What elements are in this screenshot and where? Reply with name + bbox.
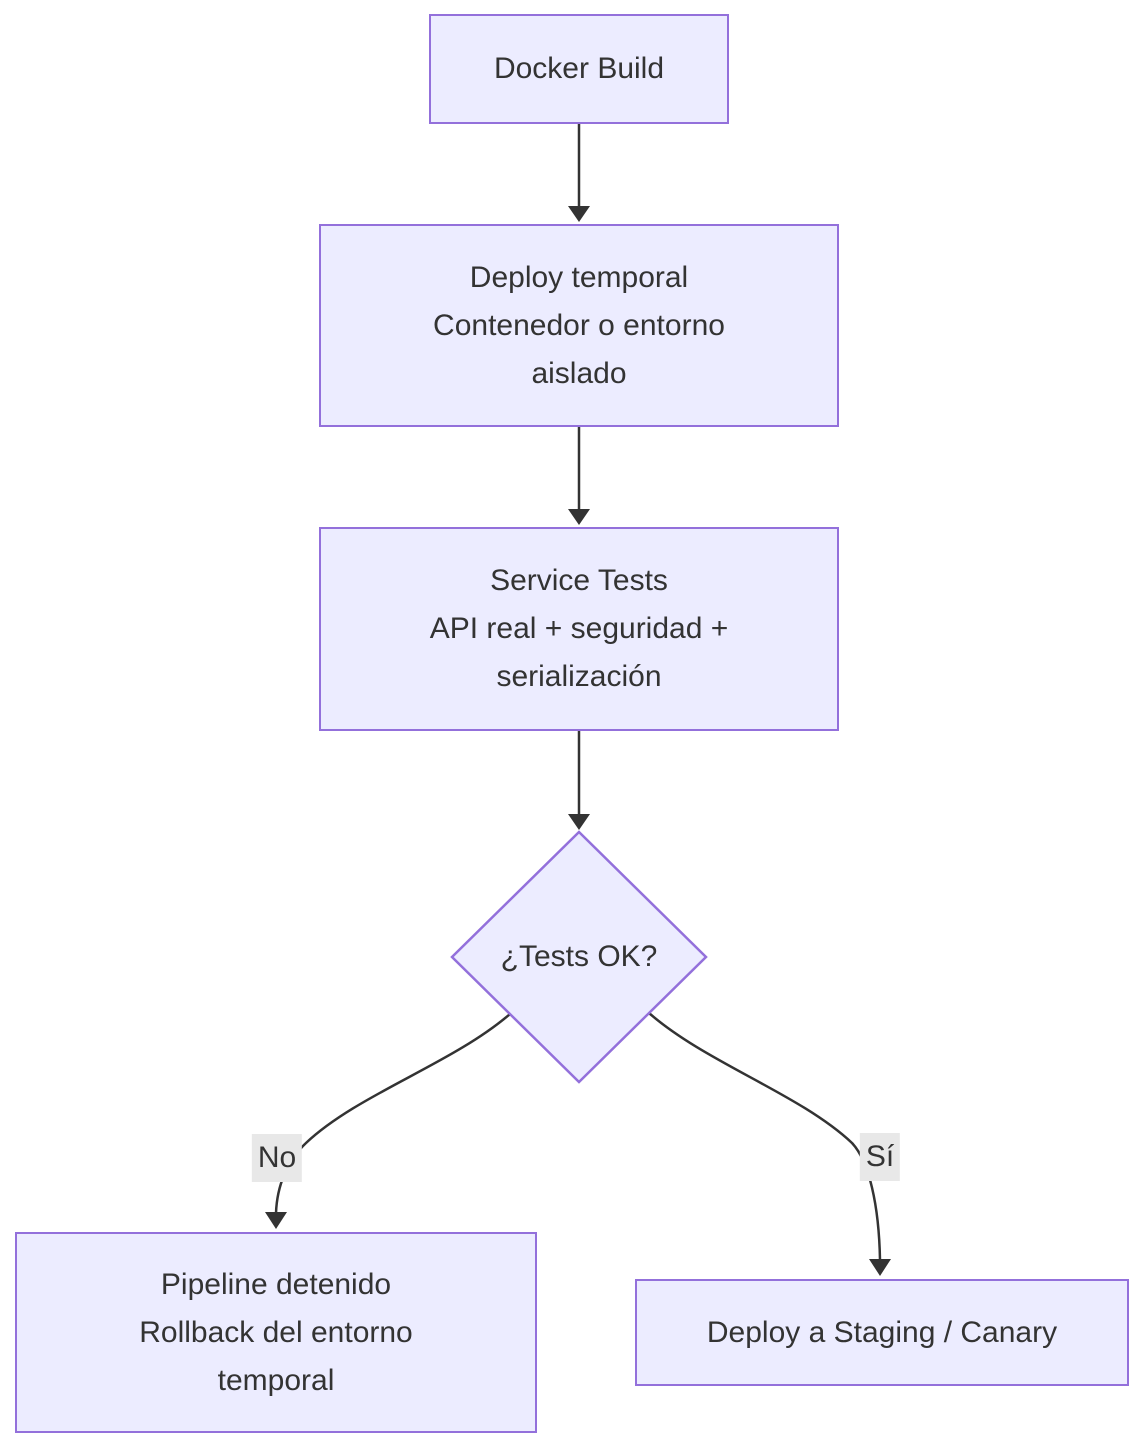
node-deploy-temporal: Deploy temporal Contenedor o entorno ais… [319, 224, 839, 427]
edge-tests-ok-to-pipeline-detenido [274, 1013, 511, 1214]
node-tests-ok-label-box: ¿Tests OK? [479, 933, 679, 981]
node-label: Docker Build [493, 52, 665, 85]
edge-label-no: No [251, 1134, 303, 1182]
arrowhead-icon [568, 509, 590, 525]
node-service-tests: Service Tests API real + seguridad + ser… [319, 527, 839, 731]
node-deploy-staging: Deploy a Staging / Canary [635, 1279, 1129, 1386]
node-label: Deploy a Staging / Canary [706, 1315, 1058, 1349]
node-docker-build: Docker Build [429, 14, 729, 124]
node-label: Pipeline detenido Rollback del entorno t… [139, 1267, 413, 1397]
node-pipeline-detenido: Pipeline detenido Rollback del entorno t… [15, 1232, 537, 1433]
edge-tests-ok-to-deploy-staging [648, 1012, 882, 1261]
arrowhead-icon [568, 206, 590, 222]
node-label: Deploy temporal Contenedor o entorno ais… [433, 260, 725, 390]
arrowhead-icon [568, 814, 590, 830]
edge-label-si: Sí [859, 1133, 901, 1181]
node-label: ¿Tests OK? [500, 940, 658, 973]
arrowhead-icon [265, 1212, 287, 1229]
node-label: Service Tests API real + seguridad + ser… [429, 564, 729, 693]
arrowhead-icon [869, 1259, 891, 1276]
